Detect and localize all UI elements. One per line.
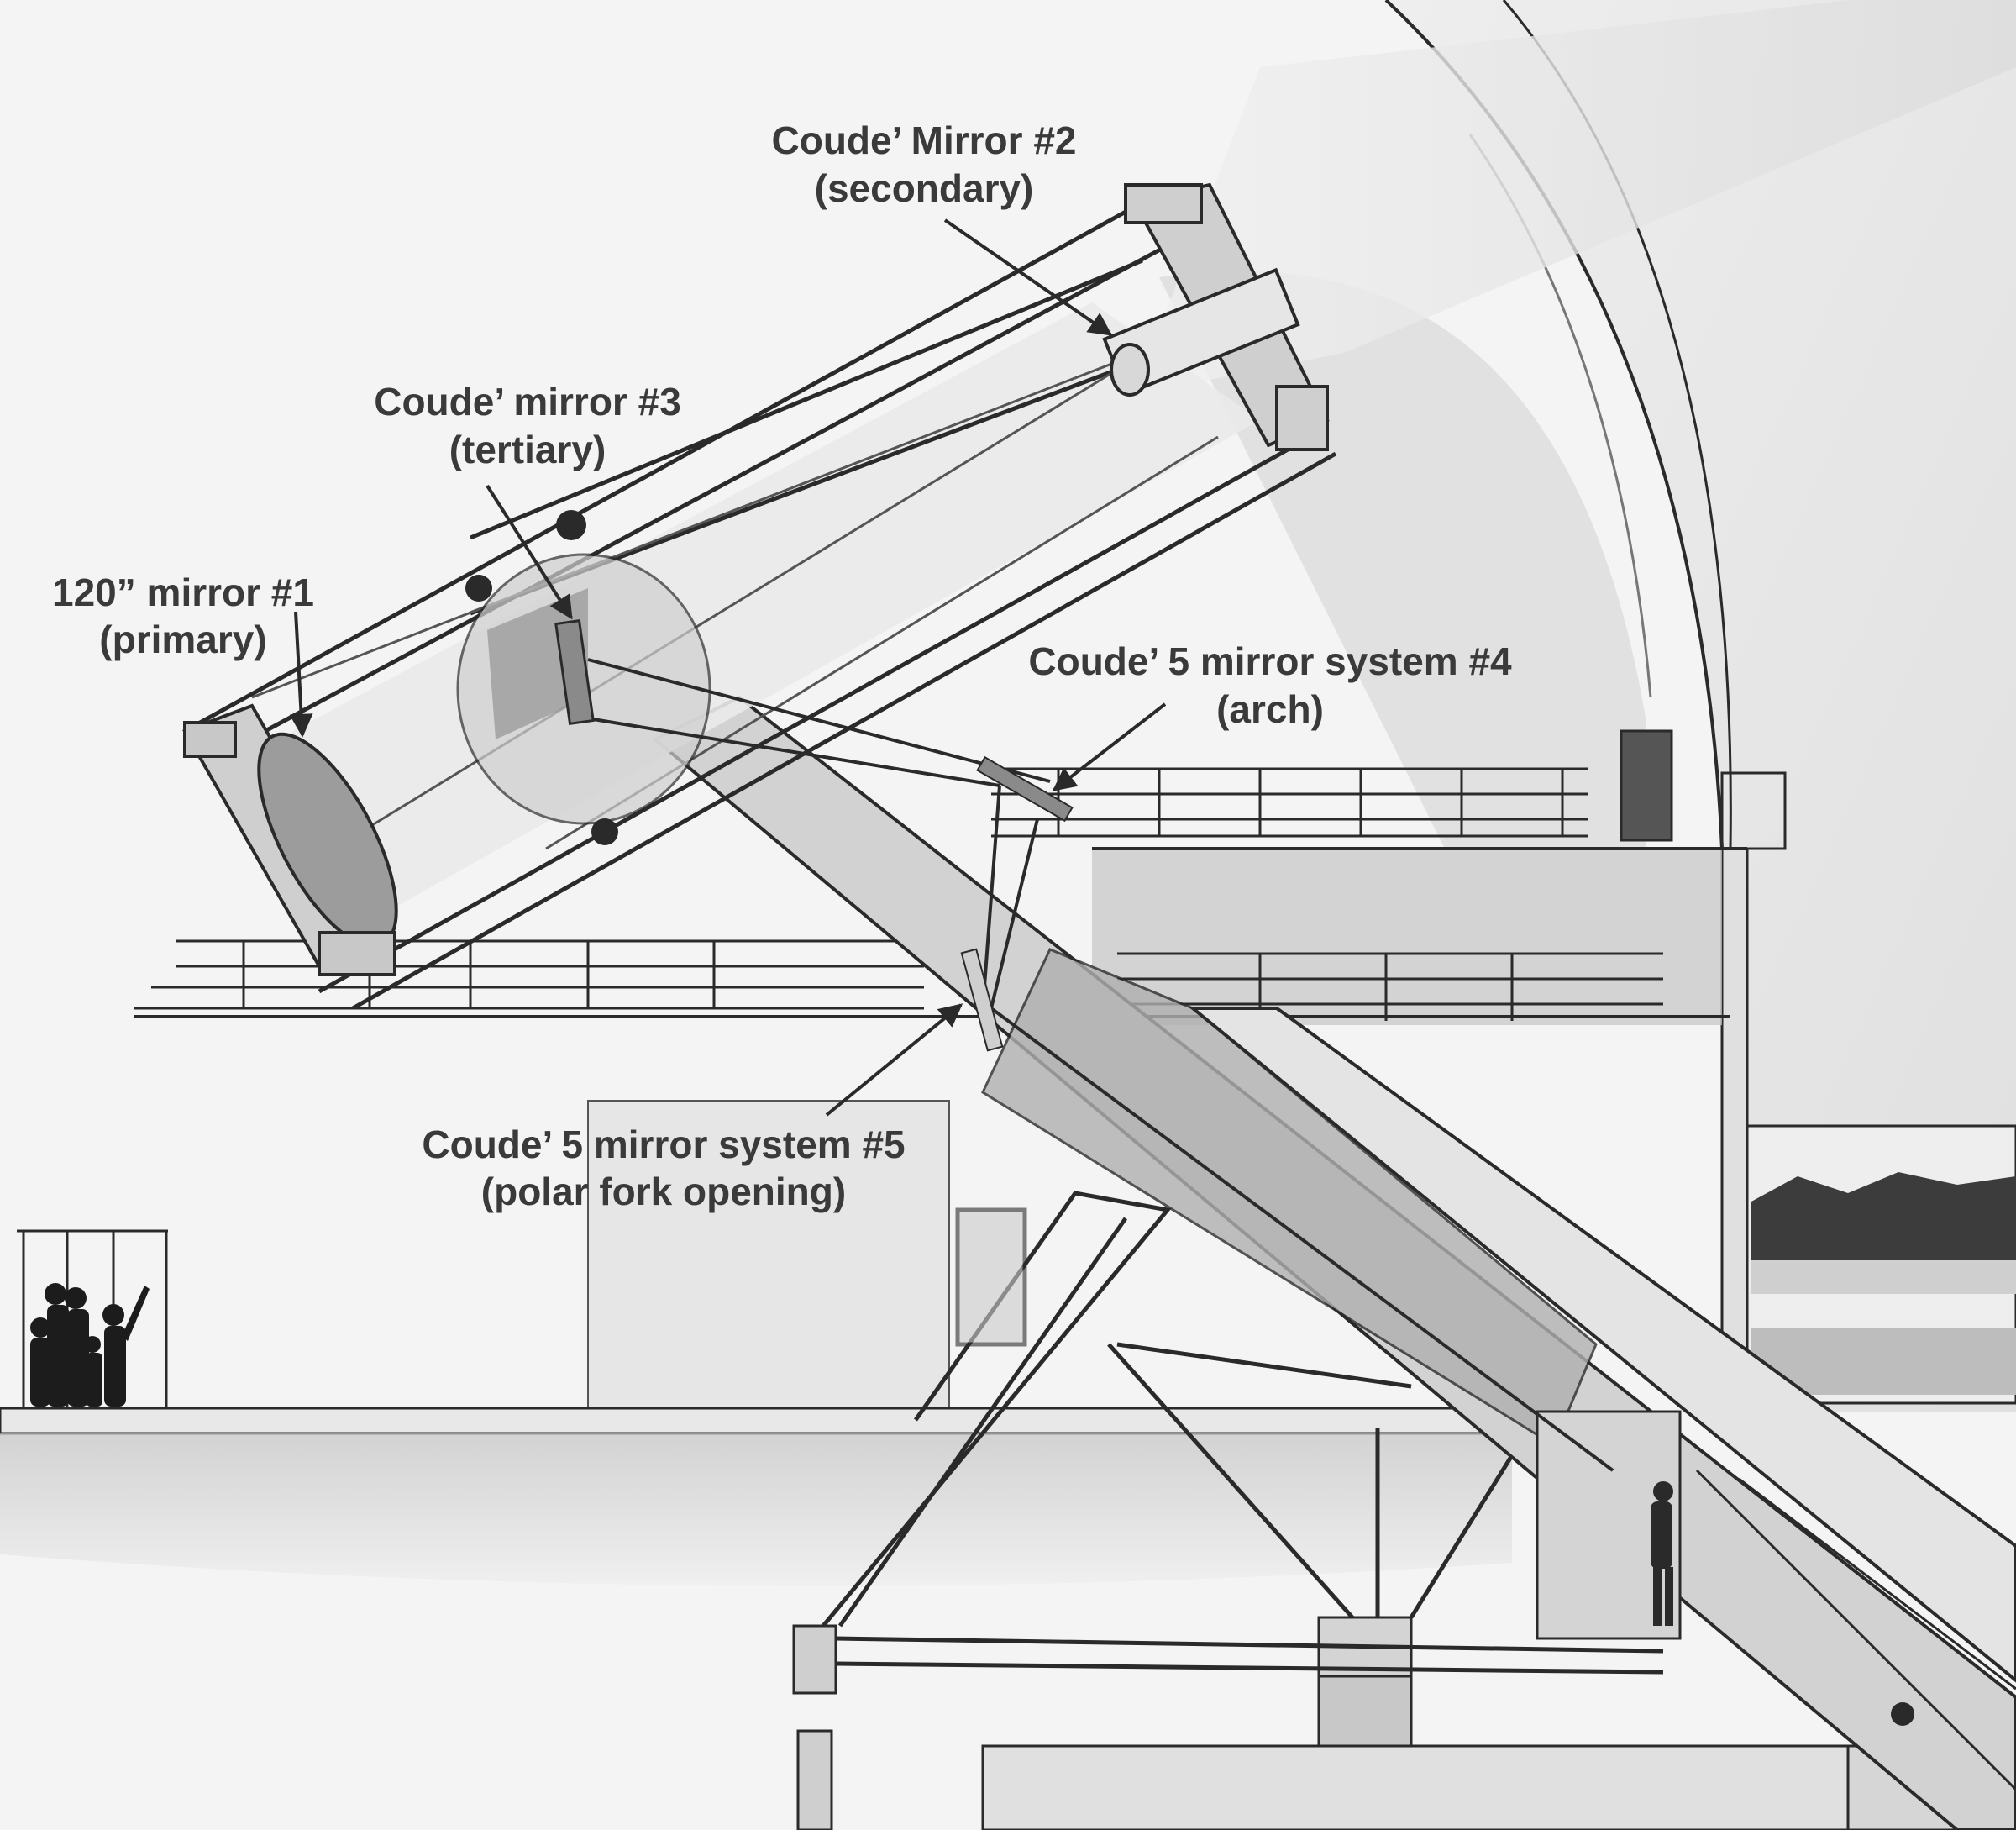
- wall-panel: [587, 1100, 950, 1412]
- mirror-4-title: Coude’ 5 mirror system #4: [1028, 639, 1512, 683]
- observation-floor: [0, 1407, 1598, 1586]
- telescope-tube: [182, 182, 1337, 1011]
- mirror-4-marker: [976, 755, 1074, 823]
- mirror-5-marker: [960, 948, 1004, 1052]
- visitor-gallery: [17, 1229, 168, 1408]
- dome-slit: [1134, 0, 2016, 395]
- arrow-mirror-5: [825, 1003, 963, 1117]
- mirror-3-subtitle: (tertiary): [449, 428, 606, 471]
- coude-light-path: [587, 658, 1614, 1472]
- arrow-mirror-4: [1052, 702, 1167, 791]
- astronomer-figure: [1651, 1481, 1673, 1626]
- right-wall: [1092, 729, 1787, 1413]
- arrow-mirror-3: [486, 484, 573, 620]
- callout-arrows: [289, 218, 1167, 1117]
- mirror-markers: [554, 618, 1074, 1052]
- mirror-3-title: Coude’ mirror #3: [374, 380, 681, 423]
- yoke-truss: [822, 1191, 1664, 1675]
- lower-railing: [134, 939, 1730, 1021]
- labels: Coude’ Mirror #2 (secondary) Coude’ mirr…: [52, 118, 1512, 1213]
- people-silhouettes: [30, 1283, 150, 1407]
- mirror-3-marker: [554, 618, 595, 726]
- mirror-5-subtitle: (polar fork opening): [481, 1170, 846, 1213]
- mirror-5-title: Coude’ 5 mirror system #5: [422, 1123, 905, 1166]
- mirror-1-subtitle: (primary): [99, 618, 266, 661]
- mirror-1-title: 120” mirror #1: [52, 571, 314, 614]
- arrow-mirror-1: [289, 611, 313, 738]
- upper-railing: [991, 767, 1588, 838]
- mirror-2-title: Coude’ Mirror #2: [772, 118, 1077, 162]
- window-landscape: [1746, 1124, 2016, 1405]
- mirror-2-subtitle: (secondary): [815, 166, 1034, 210]
- mirror-4-subtitle: (arch): [1216, 687, 1324, 731]
- arrow-mirror-2: [943, 218, 1113, 336]
